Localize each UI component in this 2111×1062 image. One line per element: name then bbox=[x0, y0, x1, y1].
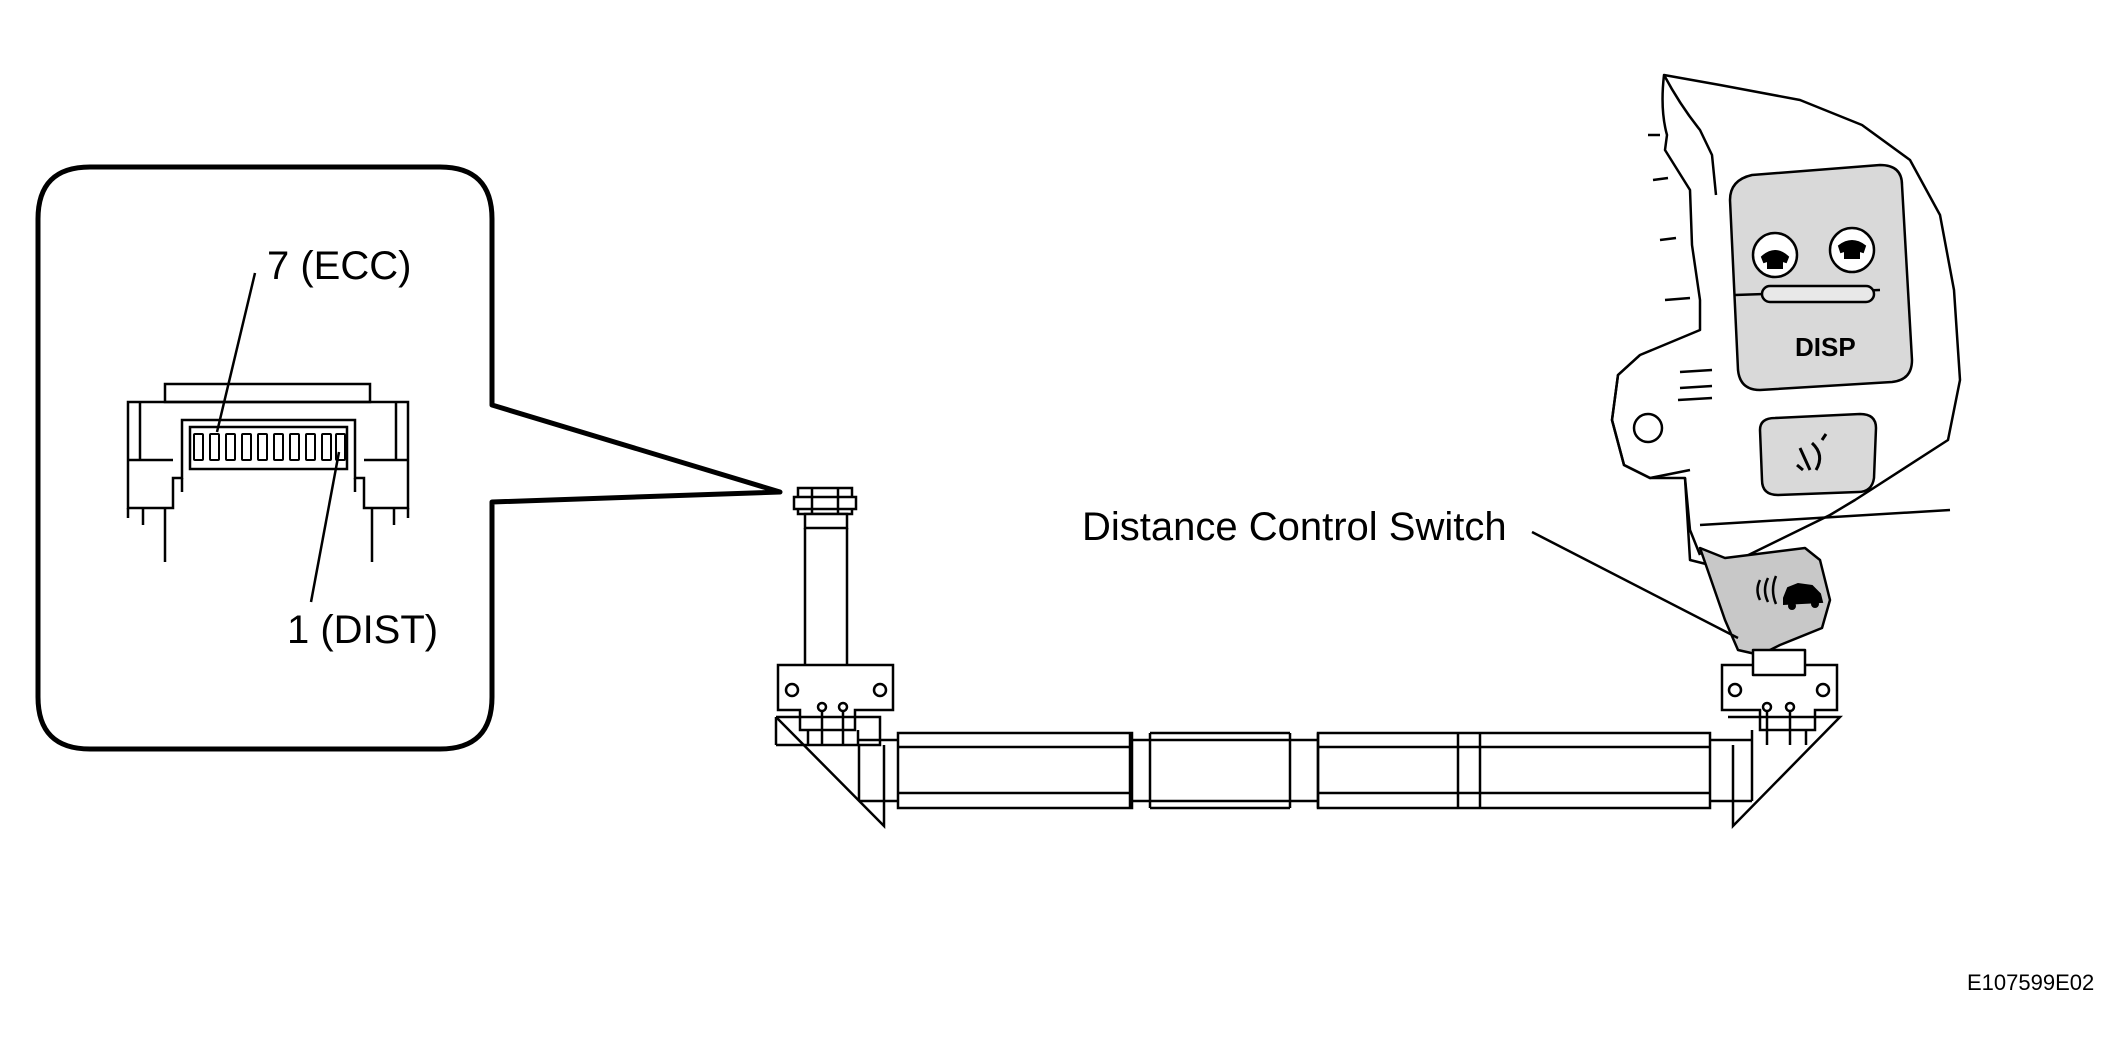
steering-switch-assembly bbox=[1610, 73, 1962, 677]
voice-command-icon[interactable] bbox=[1796, 433, 1828, 472]
left-bracket bbox=[774, 663, 895, 830]
pin1-label: 1 (DIST) bbox=[287, 608, 438, 652]
right-bracket bbox=[1720, 663, 1843, 830]
pin1-leader bbox=[309, 451, 341, 603]
figure-code: E107599E02 bbox=[1967, 970, 2094, 995]
connector-face bbox=[126, 382, 410, 562]
pin7-leader bbox=[215, 272, 257, 433]
connector-terminals bbox=[193, 433, 346, 461]
disp-button-label: DISP bbox=[1795, 332, 1856, 362]
switch-glyphs bbox=[1756, 240, 1867, 610]
pin7-label: 7 (ECC) bbox=[267, 244, 411, 288]
switch-label: Distance Control Switch bbox=[1082, 505, 1507, 549]
switch-wire bbox=[803, 528, 849, 665]
distance-radar-car-icon[interactable] bbox=[1756, 575, 1824, 610]
switch-leader bbox=[1531, 530, 1739, 640]
connector-callout bbox=[35, 164, 783, 752]
wire-harness bbox=[859, 731, 1752, 810]
switch-connector bbox=[792, 486, 858, 530]
